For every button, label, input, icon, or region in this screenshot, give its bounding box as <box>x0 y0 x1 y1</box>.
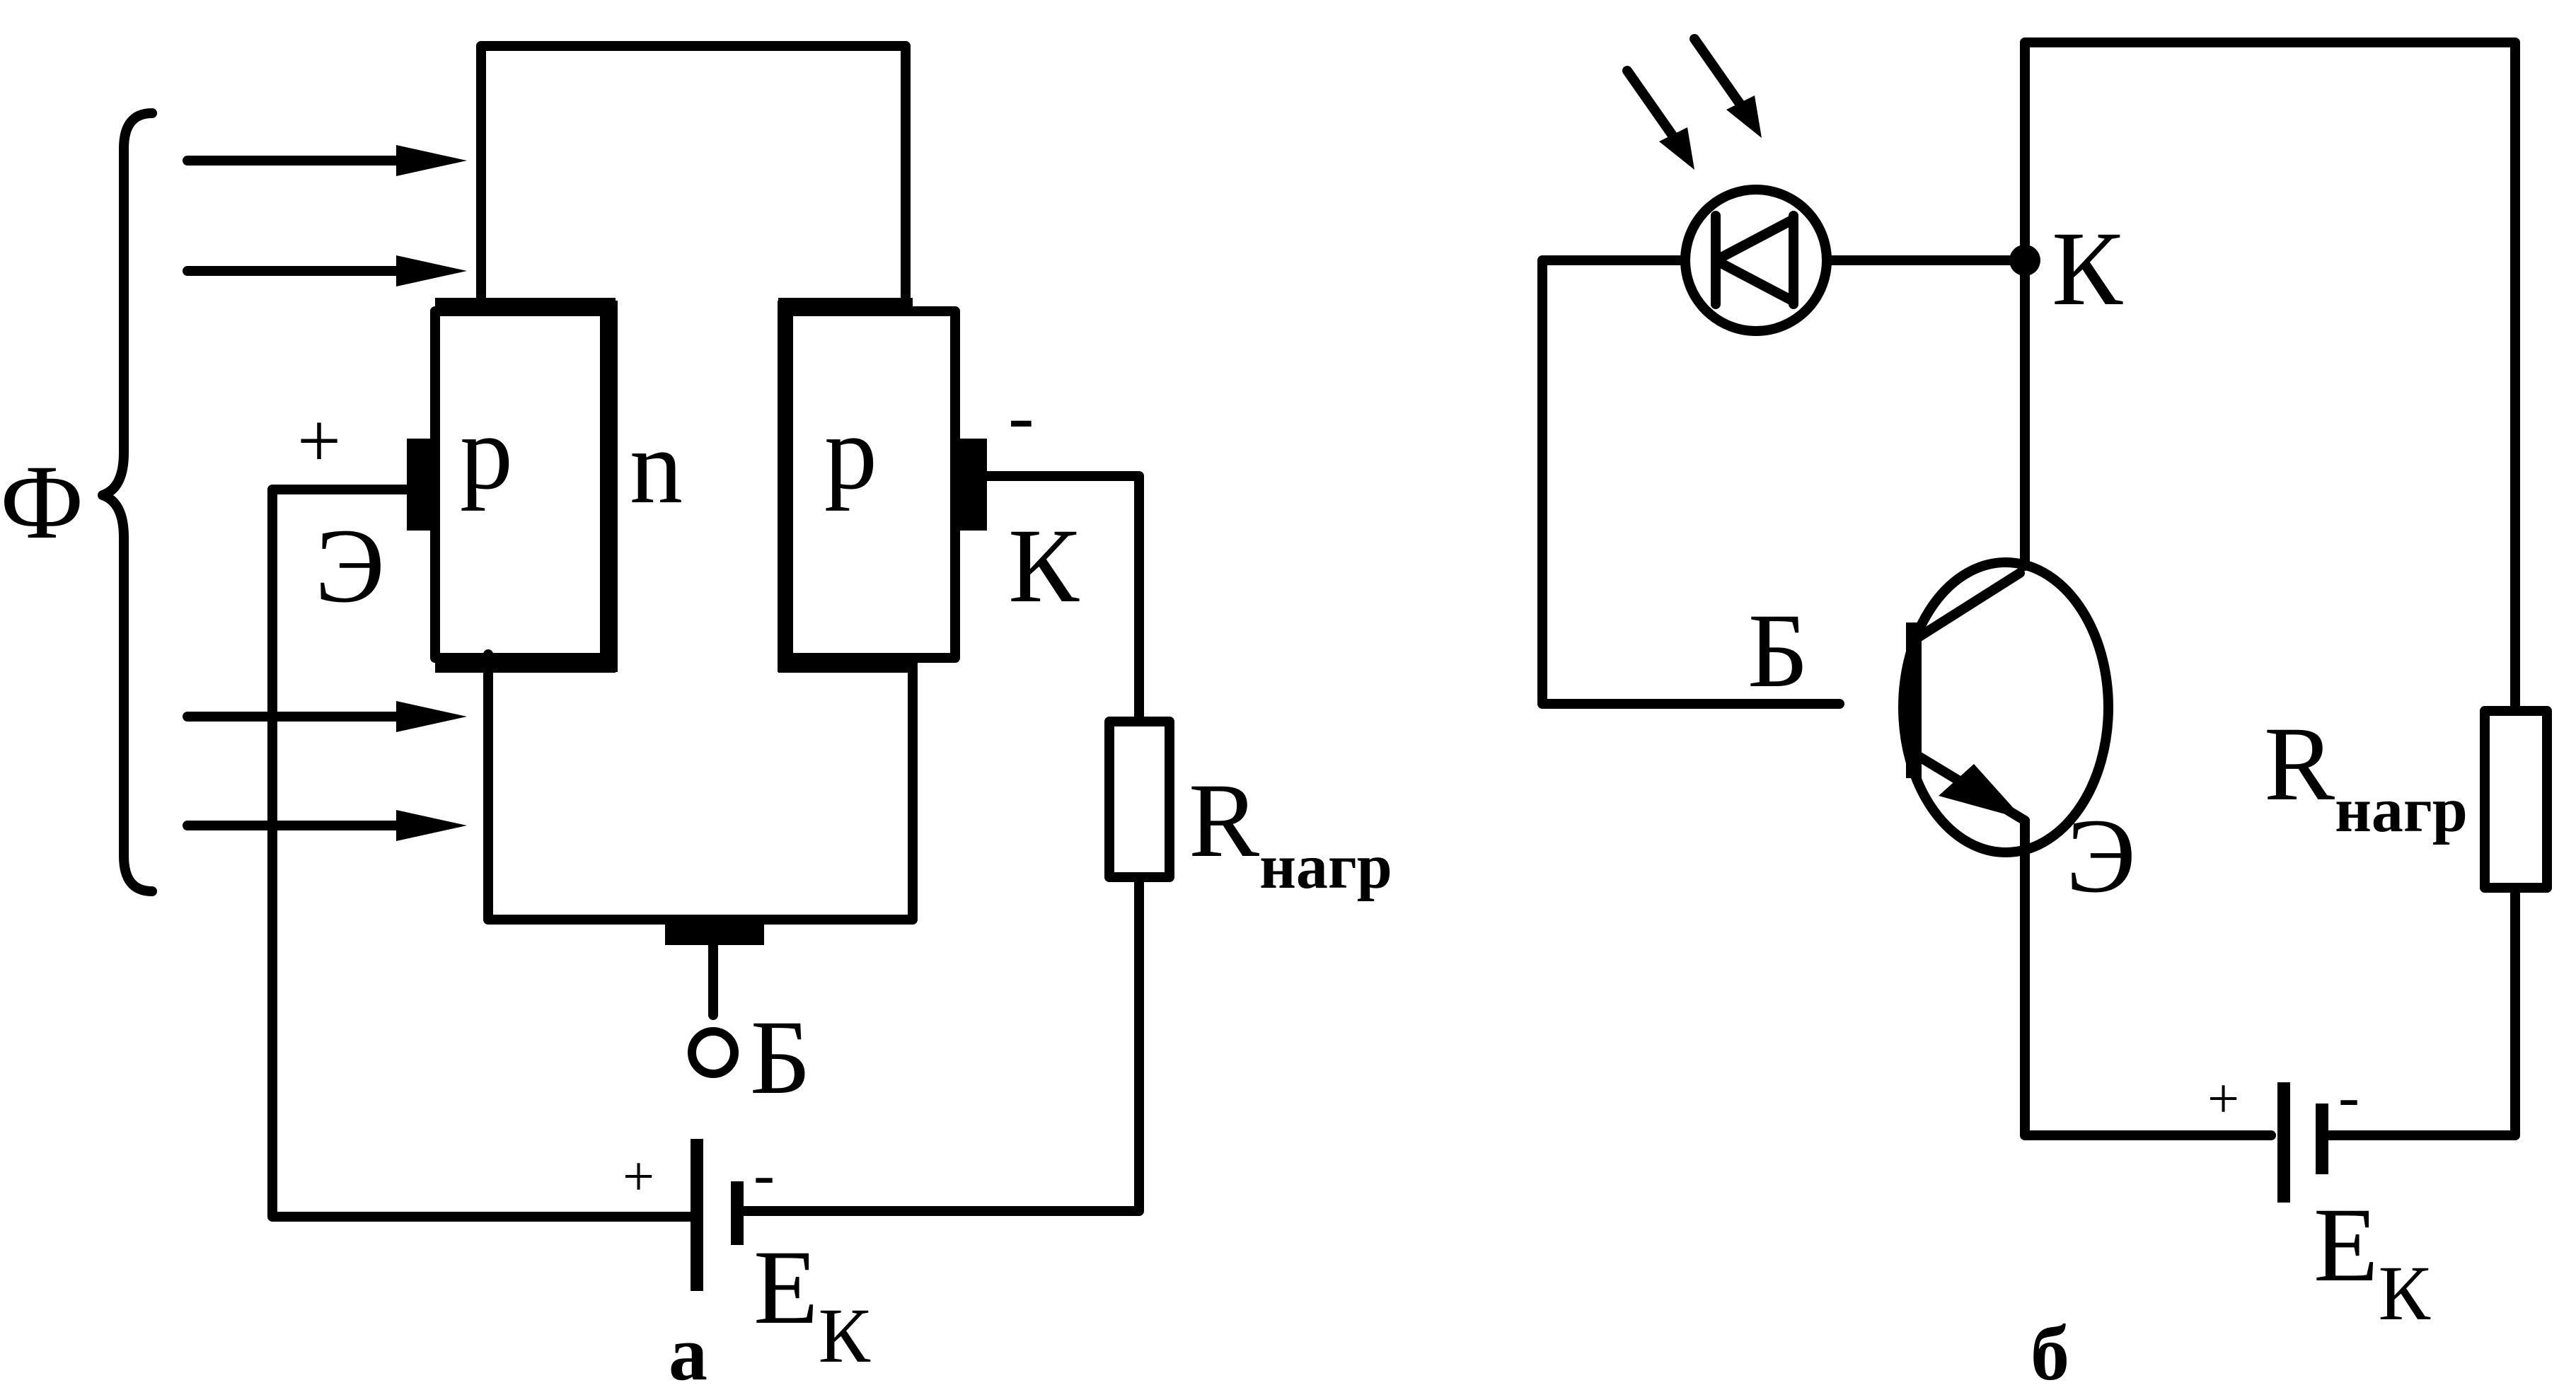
transistor-collector-lead <box>1909 568 2025 645</box>
collector-contact <box>959 439 987 531</box>
p-left-label: p <box>460 394 513 511</box>
return-wire-b <box>2316 883 2520 1140</box>
photodiode-triangle <box>1711 214 1798 306</box>
emitter-wire-b <box>2020 816 2276 1140</box>
diagram-b-labels: К Б Э Rнагр + - EК б <box>1748 210 2468 1390</box>
load-label-a: Rнагр <box>1189 762 1392 902</box>
flux-label: Ф <box>0 444 84 561</box>
battery-a-label: EК <box>753 1229 871 1379</box>
photodiode-left-wire <box>1537 255 1844 709</box>
battery-b-label: EК <box>2314 1186 2431 1336</box>
transistor-circle <box>1898 557 2113 857</box>
emitter-arrow <box>1939 764 2023 819</box>
collector-minus: - <box>1008 373 1034 459</box>
load-resistor-b <box>2480 706 2552 893</box>
emitter-contact <box>407 439 435 531</box>
caption-a: а <box>669 1310 707 1390</box>
p-right-label: p <box>824 394 877 511</box>
battery-b-minus: - <box>2338 1062 2360 1132</box>
emitter-plus: + <box>297 398 341 484</box>
load-label-b: Rнагр <box>2264 705 2468 845</box>
diagram-b-structure <box>1537 34 2552 1203</box>
battery-a-label-main: E <box>753 1229 819 1346</box>
n-label: n <box>630 408 683 526</box>
load-label-b-sub: нагр <box>2335 775 2468 845</box>
light-arrows-b <box>1622 34 1762 170</box>
diagram-a-structure <box>98 41 1174 1291</box>
battery-a-plus: + <box>623 1146 654 1208</box>
load-resistor-a <box>1104 717 1174 882</box>
battery-a-label-sub: К <box>819 1292 871 1379</box>
load-label-b-main: R <box>2264 705 2335 823</box>
flux-brace <box>98 108 157 896</box>
diagram-a-labels: Ф p n p + Э - К Б Rнагр + - EК а <box>0 373 1392 1390</box>
photodiode-circle <box>1680 185 1832 336</box>
battery-b-label-main: E <box>2314 1186 2379 1304</box>
n-region-outline-bottom <box>483 649 918 925</box>
base-terminal <box>688 1027 739 1078</box>
base-label-b: Б <box>1748 592 1808 710</box>
load-label-a-main: R <box>1189 762 1259 879</box>
emitter-label: Э <box>315 507 385 625</box>
emitter-wire <box>267 485 698 1222</box>
load-label-a-sub: нагр <box>1259 832 1392 902</box>
light-arrows-a <box>183 145 467 841</box>
battery-a-minus: - <box>753 1140 775 1210</box>
collector-wire <box>982 471 1144 726</box>
caption-b: б <box>2031 1310 2069 1390</box>
return-wire-a <box>734 872 1144 1216</box>
collector-label-b: К <box>2052 210 2123 328</box>
battery-b-label-sub: К <box>2379 1250 2431 1336</box>
collector-label: К <box>1008 507 1080 625</box>
n-region-outline <box>476 41 911 311</box>
emitter-label-b: Э <box>2066 797 2136 915</box>
base-label: Б <box>750 999 811 1116</box>
top-rail-b <box>2020 37 2520 716</box>
battery-b-plus: + <box>2207 1068 2239 1130</box>
